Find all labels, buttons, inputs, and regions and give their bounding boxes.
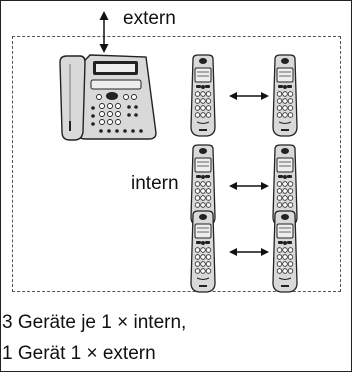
handset-icon	[190, 54, 216, 137]
caption-line-2: 1 Gerät 1 × extern	[2, 343, 156, 364]
handset-icon	[272, 54, 298, 137]
extern-link-arrow	[99, 11, 109, 53]
network-boundary	[12, 36, 341, 292]
handset-icon	[272, 210, 298, 293]
double-arrow-icon	[228, 91, 270, 101]
caption-line-1: 3 Geräte je 1 × intern,	[2, 312, 187, 333]
handset-icon	[190, 210, 216, 293]
intern-label: intern	[131, 173, 179, 194]
desk-telephone-icon	[59, 54, 157, 141]
extern-label: extern	[123, 8, 176, 29]
double-arrow-icon	[228, 181, 270, 191]
double-arrow-icon	[228, 247, 270, 257]
